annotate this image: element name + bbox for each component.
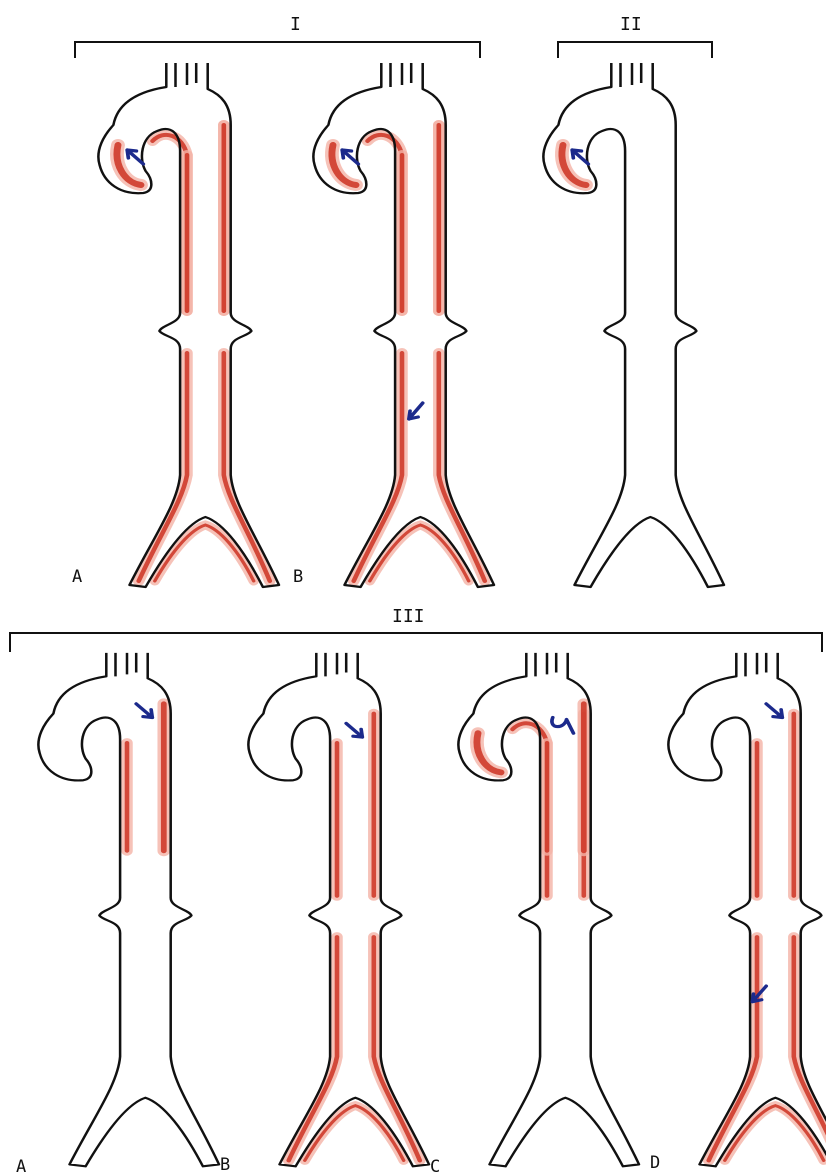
panel-label-I-B: B — [293, 567, 303, 587]
group-III-bracket — [10, 633, 822, 652]
panel-label-III-A: A — [16, 1157, 26, 1175]
group-I-label: I — [290, 14, 301, 35]
aorta-drawings — [38, 63, 826, 1166]
aorta-figure-I-A — [98, 63, 279, 587]
panel-label-III-C: C — [430, 1157, 440, 1175]
entry-tear-arrow-icon — [136, 704, 152, 718]
group-I-bracket — [75, 42, 480, 58]
aorta-wall-outline — [458, 653, 639, 1167]
group-III-label: III — [392, 606, 425, 627]
aorta-wall-outline — [543, 63, 724, 587]
entry-tear-arrow-icon — [552, 718, 574, 734]
panel-label-III-D: D — [650, 1153, 660, 1173]
panel-label-I-A: A — [72, 567, 82, 587]
aorta-wall-outline — [38, 653, 219, 1167]
entry-tear-arrow-icon — [766, 704, 782, 718]
aorta-wall-outline — [248, 653, 429, 1167]
panel-label-III-B: B — [220, 1155, 230, 1175]
entry-tear-arrow-icon — [346, 723, 362, 737]
aorta-figure-III-A — [38, 653, 219, 1167]
aorta-figure-III-D — [668, 653, 826, 1167]
group-II-bracket — [558, 42, 712, 58]
group-II: II — [558, 14, 712, 58]
group-I: I — [75, 14, 480, 58]
aorta-wall-outline — [98, 63, 279, 587]
group-II-label: II — [620, 14, 642, 35]
aorta-wall-outline — [313, 63, 494, 587]
aorta-figure-I-B — [313, 63, 494, 587]
aorta-figure-II — [543, 63, 724, 587]
entry-tear-arrow-icon — [409, 403, 423, 419]
group-III: III — [10, 606, 822, 652]
aorta-figure-III-B — [248, 653, 429, 1167]
aorta-figure-III-C — [458, 653, 639, 1167]
